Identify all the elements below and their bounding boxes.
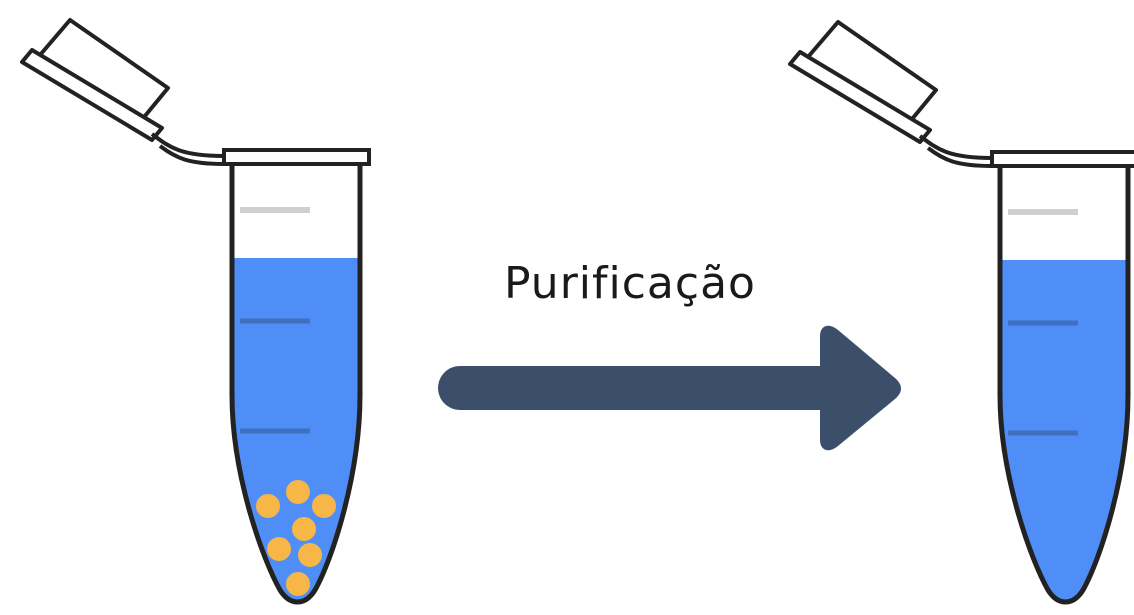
liquid xyxy=(1000,260,1128,602)
tube-rim xyxy=(990,150,1134,168)
tube-after xyxy=(788,20,1134,605)
particle xyxy=(267,537,291,561)
tube-before xyxy=(20,18,371,605)
liquid xyxy=(232,258,360,602)
tube-rim xyxy=(222,148,371,166)
particle xyxy=(286,572,310,596)
particle xyxy=(292,517,316,541)
particle xyxy=(298,543,322,567)
particle xyxy=(256,494,280,518)
tube-body xyxy=(997,168,1131,605)
tube-body xyxy=(229,166,363,605)
impurity-particles xyxy=(256,480,336,596)
process-arrow-icon xyxy=(438,325,901,451)
particle xyxy=(286,480,310,504)
process-label: Purificação xyxy=(504,258,756,309)
tube-cap-icon xyxy=(20,18,225,166)
particle xyxy=(312,494,336,518)
tube-cap-icon xyxy=(788,20,993,168)
